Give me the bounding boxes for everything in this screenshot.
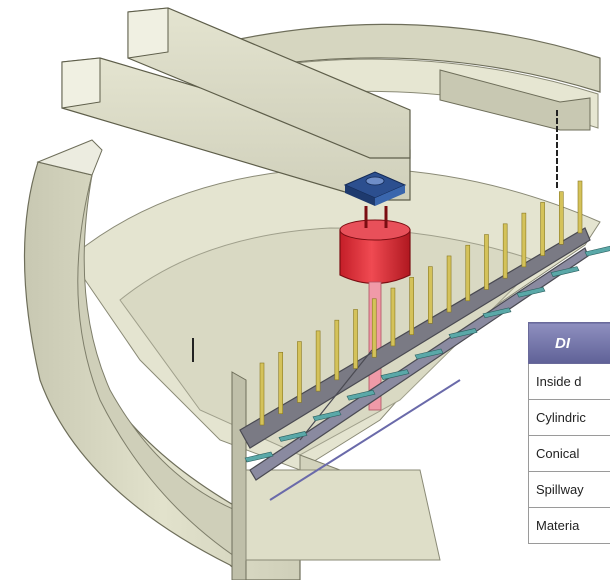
skimmer-post — [278, 351, 284, 415]
spec-row-inside-diameter: Inside d — [528, 363, 610, 400]
skimmer-post — [502, 223, 508, 279]
scraper-blade — [584, 245, 610, 257]
scraper-blade — [244, 451, 274, 463]
scraper-blades — [244, 245, 610, 463]
bridge-beam-left — [61, 57, 411, 201]
skimmer-post — [409, 277, 414, 335]
skimmer-post — [259, 362, 265, 426]
cut-base — [245, 469, 441, 561]
scraper-blade — [482, 307, 512, 319]
bridge-beam-right — [127, 7, 411, 159]
skimmer-post — [558, 191, 564, 245]
launder-channel — [439, 69, 591, 131]
scraper-blade — [346, 389, 376, 401]
skimmer-post — [315, 330, 321, 392]
scraper-blade — [448, 328, 478, 339]
skimmer-post — [484, 234, 489, 290]
back-rim-wall — [224, 23, 601, 93]
scraper-blade — [312, 410, 342, 422]
skimmer-post — [371, 298, 377, 358]
skimmer-post — [297, 341, 302, 403]
skimmer-post — [334, 319, 340, 381]
skimmer-posts — [259, 180, 583, 426]
skimmer-post — [446, 255, 452, 313]
wall-cut-section — [231, 371, 247, 580]
spec-table: DI Inside d Cylindric Conical Spillway M… — [528, 322, 610, 544]
drive-head — [343, 171, 407, 206]
scraper-blade — [414, 348, 444, 360]
tank-cone — [119, 227, 541, 456]
scraper-blade — [380, 369, 410, 380]
scraper-blade — [278, 431, 308, 442]
skimmer-post — [428, 266, 433, 324]
skimmer-post — [540, 202, 545, 256]
skimmer-post — [390, 287, 396, 347]
spec-table-header: DI — [528, 322, 610, 364]
spec-row-spillway: Spillway — [528, 471, 610, 508]
skimmer-post — [353, 309, 358, 369]
skimmer-post — [521, 212, 527, 268]
skimmer-post — [577, 180, 583, 234]
spec-row-conical: Conical — [528, 435, 610, 472]
outer-wall-top — [36, 139, 103, 176]
skimmer-post — [465, 244, 471, 302]
scraper-blade — [550, 266, 580, 277]
spec-row-cylindrical: Cylindric — [528, 399, 610, 436]
scraper-blade — [516, 286, 546, 298]
spec-row-material: Materia — [528, 507, 610, 544]
